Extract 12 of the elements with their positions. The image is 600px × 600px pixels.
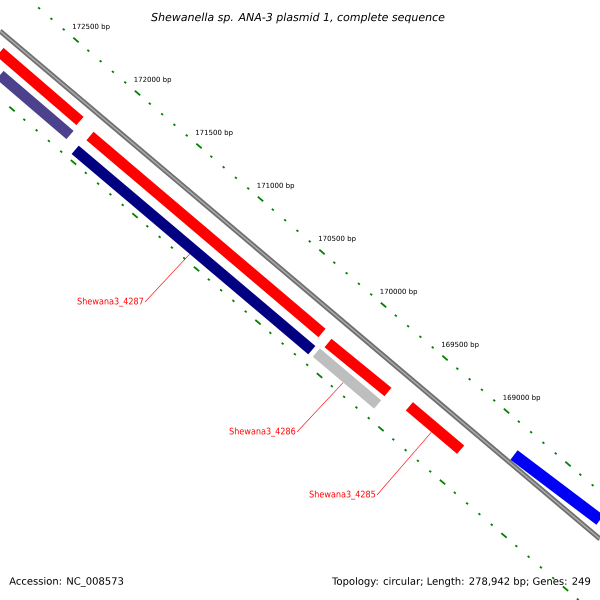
footer-text: Accession: NC_008573	[9, 577, 124, 587]
leader-line	[296, 382, 344, 432]
gene-label: Shewana3_4286	[230, 428, 296, 436]
title: Shewanella sp. ANA-3 plasmid 1, complete sequence	[151, 12, 444, 24]
leader-line	[144, 254, 190, 302]
gene-bar	[406, 402, 464, 454]
gene-label: Shewana3_4285	[310, 490, 376, 500]
leader-line	[376, 432, 432, 496]
gene-label: Shewana3_4287	[78, 298, 144, 306]
footer-text: Topology: circular; Length: 278,942 bp; Genes: 249	[332, 577, 590, 587]
gene-bar	[312, 348, 382, 409]
gene-bar	[72, 146, 316, 354]
